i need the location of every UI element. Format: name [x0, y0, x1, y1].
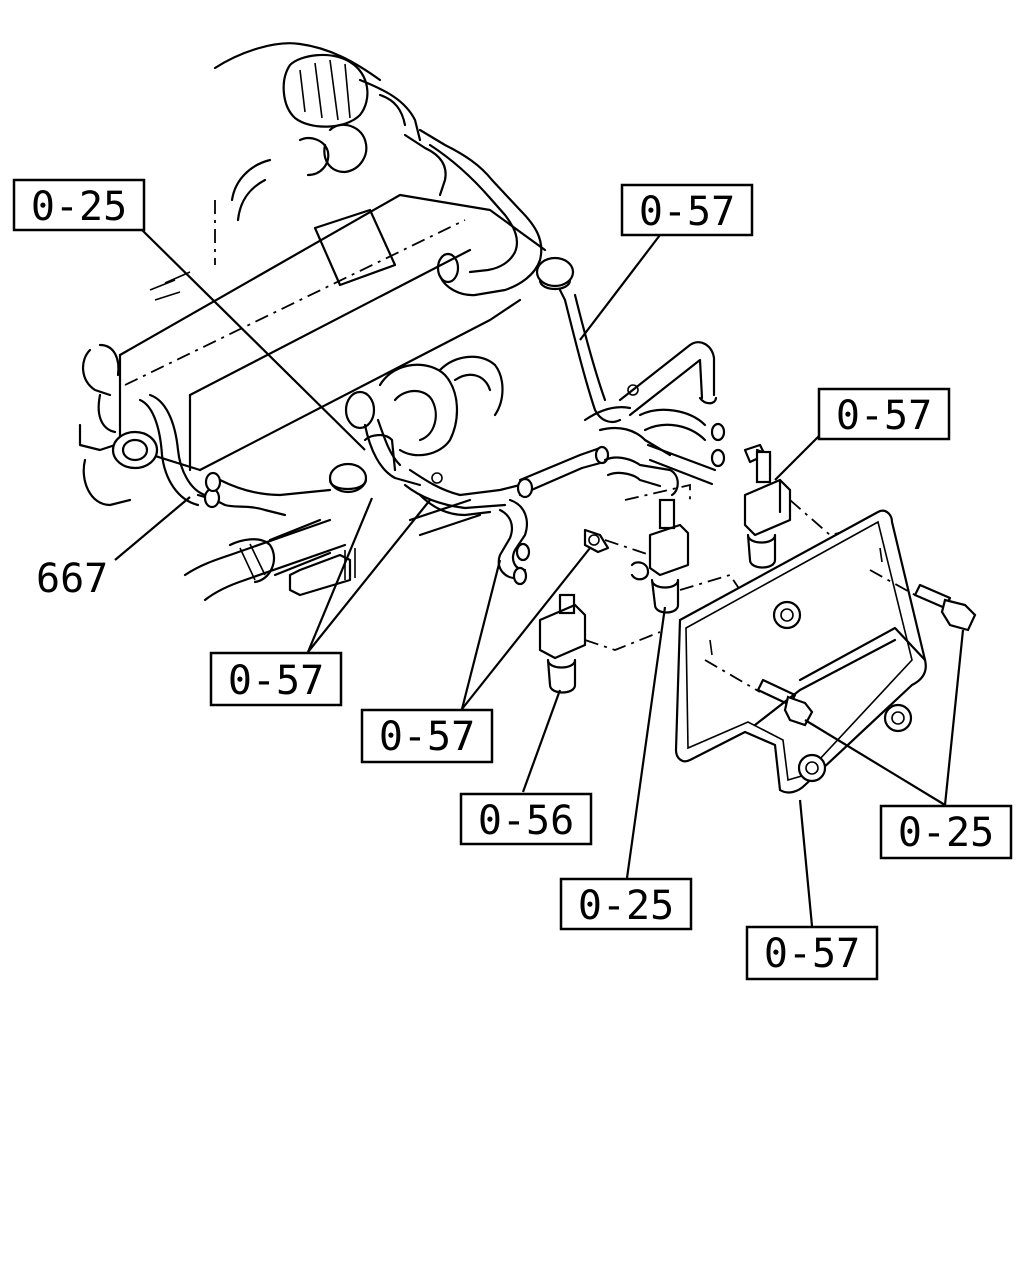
bolts — [583, 528, 977, 727]
callout-c6[interactable]: 0-56 — [459, 792, 593, 846]
part-label-667[interactable]: 667 — [36, 556, 108, 602]
leader-667 — [114, 496, 191, 561]
callout-label: 0-57 — [228, 658, 324, 704]
vacuum-switch-valve-left — [538, 593, 661, 694]
callout-label: 0-57 — [836, 393, 932, 439]
callout-c7[interactable]: 0-25 — [559, 877, 693, 931]
leader-c8b — [943, 629, 965, 806]
callout-label: 0-56 — [478, 798, 574, 844]
callout-label: 0-57 — [379, 714, 475, 760]
mounting-bracket — [674, 509, 927, 794]
callout-c3[interactable]: 0-57 — [817, 387, 951, 441]
callout-label: 0-25 — [31, 184, 127, 230]
vacuum-switch-valve-right — [743, 443, 876, 569]
vacuum-switch-valve-middle — [624, 483, 741, 614]
callout-label: 0-25 — [898, 810, 994, 856]
leader-c2 — [579, 234, 661, 341]
callout-label: 0-57 — [764, 931, 860, 977]
callout-label: 0-57 — [639, 189, 735, 235]
leader-c8a — [804, 719, 946, 806]
callout-c2[interactable]: 0-57 — [620, 183, 754, 237]
callout-c9[interactable]: 0-57 — [745, 925, 879, 981]
leader-c4b — [307, 499, 431, 653]
leader-lines — [114, 227, 965, 927]
callout-c4[interactable]: 0-57 — [209, 651, 343, 707]
leader-c1 — [139, 227, 366, 451]
leader-c5b — [461, 547, 591, 710]
callout-c8[interactable]: 0-25 — [879, 804, 1013, 860]
callout-c5[interactable]: 0-57 — [360, 708, 494, 764]
leader-c3 — [774, 434, 821, 481]
leader-c4a — [306, 497, 374, 653]
leader-c5a — [460, 559, 502, 710]
leader-c9 — [798, 799, 814, 927]
leader-c6 — [521, 689, 562, 793]
engine-illustration — [78, 42, 726, 602]
callout-c1[interactable]: 0-25 — [12, 178, 146, 232]
callout-label: 0-25 — [578, 883, 674, 929]
leader-c7 — [625, 606, 667, 879]
